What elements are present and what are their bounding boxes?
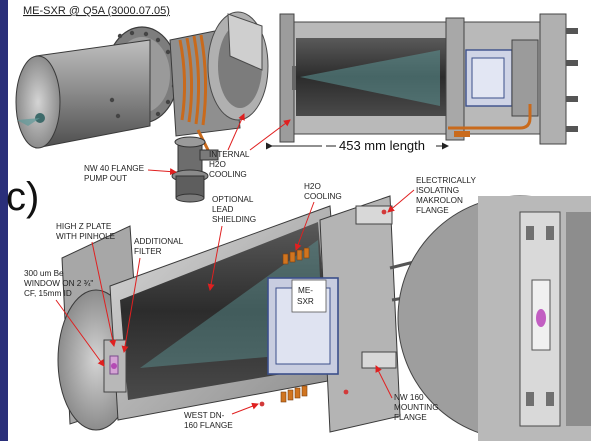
- label-nw40-flange-line1: NW 40 FLANGE: [84, 164, 145, 173]
- label-additional-filter-line1: ADDITIONAL: [134, 237, 184, 246]
- label-makrolon-line4: FLANGE: [416, 206, 449, 215]
- label-makrolon-line1: ELECTRICALLY: [416, 176, 476, 185]
- label-h2o-cooling-line1: H2O: [304, 182, 321, 191]
- length-dimension: 453 mm length: [266, 138, 449, 153]
- label-me-sxr-line2: SXR: [297, 297, 314, 306]
- dimension-label: 453 mm length: [339, 138, 425, 153]
- label-makrolon-line3: MAKROLON: [416, 196, 463, 205]
- label-h2o-cooling-line2: COOLING: [304, 192, 342, 201]
- me-sxr-tag-box: [291, 279, 327, 313]
- label-lead-shielding-line2: LEAD: [212, 205, 233, 214]
- exterior-front-face: [15, 55, 61, 149]
- label-additional-filter-line2: FILTER: [134, 247, 162, 256]
- label-me-sxr-line1: ME-: [298, 286, 313, 295]
- panel-label-c: c): [6, 175, 39, 219]
- label-be-window-line3: CF, 15mm ID: [24, 289, 72, 298]
- label-highz-plate-line2: WITH PINHOLE: [56, 232, 116, 241]
- label-makrolon-line2: ISOLATING: [416, 186, 459, 195]
- cutaway-view: [57, 195, 417, 433]
- annotations: ME-SXR @ Q5A (3000.07.05) c) NW 40 FLANG…: [6, 5, 476, 430]
- cross-section-top: [279, 10, 585, 156]
- label-nw40-flange-line2: PUMP OUT: [84, 174, 127, 183]
- left-edge-strip: [0, 0, 8, 441]
- label-be-window-line2: WINDOW ON 2 ¾": [24, 279, 93, 288]
- label-internal-cooling-line2: H2O: [209, 160, 226, 169]
- exterior-view: [15, 11, 269, 203]
- label-west-flange-line1: WEST DN-: [184, 411, 225, 420]
- label-lead-shielding-line1: OPTIONAL: [212, 195, 254, 204]
- label-internal-cooling-line1: INTERNAL: [209, 150, 250, 159]
- detail-view: [397, 195, 591, 441]
- figure-title: ME-SXR @ Q5A (3000.07.05): [23, 5, 170, 17]
- label-lead-shielding-line3: SHIELDING: [212, 215, 256, 224]
- label-nw160-line1: NW 160: [394, 393, 424, 402]
- label-nw160-line2: MOUNTING: [394, 403, 439, 412]
- label-be-window-line1: 300 um Be: [24, 269, 64, 278]
- label-internal-cooling-line3: COOLING: [209, 170, 247, 179]
- label-west-flange-line2: 160 FLANGE: [184, 421, 233, 430]
- label-highz-plate-line1: HIGH Z PLATE: [56, 222, 112, 231]
- label-nw160-line3: FLANGE: [394, 413, 427, 422]
